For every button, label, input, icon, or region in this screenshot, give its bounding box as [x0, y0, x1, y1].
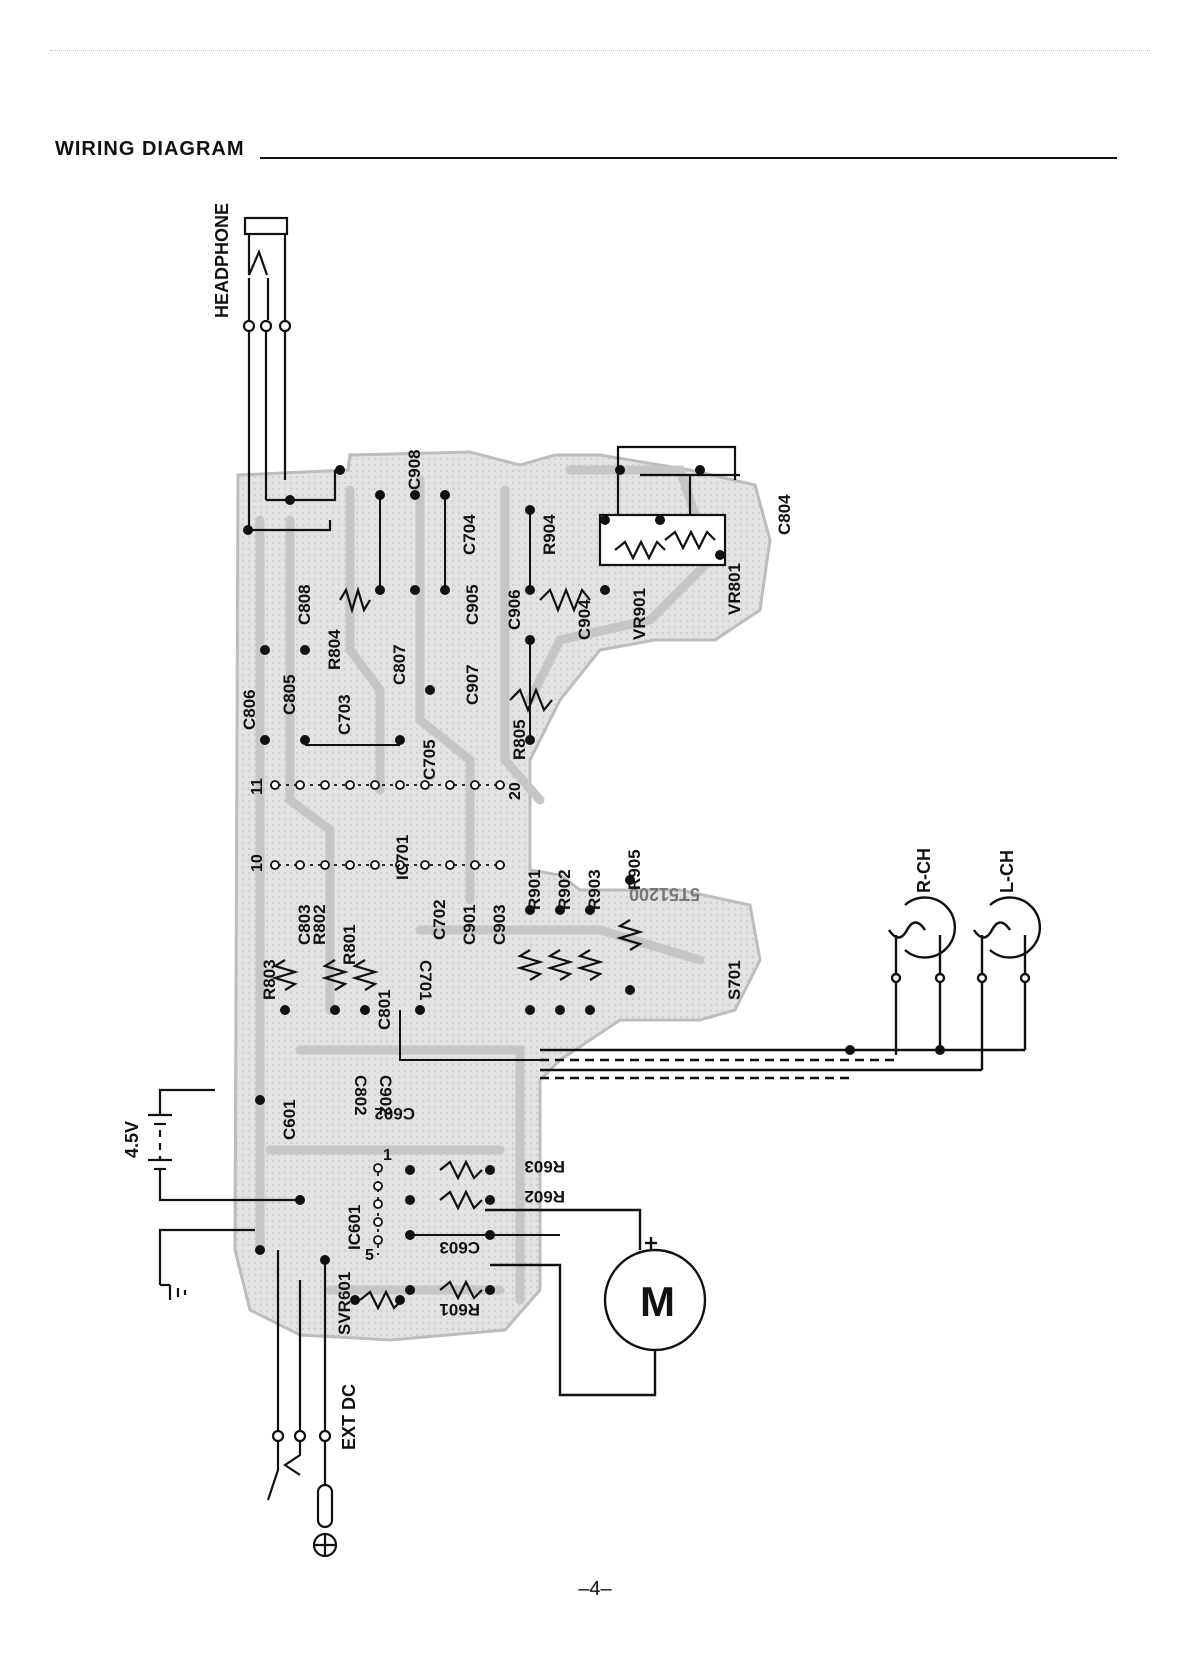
ic-pin-20: 20 — [507, 782, 524, 800]
label-c906: C906 — [505, 589, 524, 630]
label-r804: R804 — [325, 629, 344, 670]
r-ch-label: R-CH — [914, 848, 934, 893]
label-c704: C704 — [460, 514, 479, 555]
label-s701: S701 — [725, 960, 744, 1000]
label-vr901: VR901 — [630, 588, 649, 640]
label-c703: C703 — [335, 694, 354, 735]
motor-label: M — [640, 1278, 675, 1325]
label-c802: C802 — [351, 1075, 370, 1116]
label-c808: C808 — [295, 584, 314, 625]
label-ic601: IC601 — [345, 1205, 364, 1250]
label-r801: R801 — [340, 924, 359, 965]
label-c901: C901 — [460, 904, 479, 945]
label-c806: C806 — [240, 689, 259, 730]
label-c601: C601 — [280, 1099, 299, 1140]
label-c804: C804 — [775, 494, 794, 535]
label-vr801: VR801 — [725, 563, 744, 615]
label-r602: R602 — [524, 1187, 565, 1206]
label-c602: C602 — [374, 1104, 415, 1123]
label-c807: C807 — [390, 644, 409, 685]
ext-dc-label: EXT DC — [339, 1384, 359, 1450]
label-svr601: SVR601 — [335, 1272, 354, 1335]
page-number: –4– — [0, 1578, 1190, 1601]
label-r601: R601 — [439, 1300, 480, 1319]
label-c905: C905 — [463, 584, 482, 625]
label-c907: C907 — [463, 664, 482, 705]
label-r803: R803 — [260, 959, 279, 1000]
label-c805: C805 — [280, 674, 299, 715]
ic-pin-1: 1 — [383, 1147, 392, 1164]
label-c801: C801 — [375, 989, 394, 1030]
label-r901: R901 — [525, 869, 544, 910]
l-ch-label: L-CH — [997, 850, 1017, 893]
label-c903: C903 — [490, 904, 509, 945]
label-c705: C705 — [420, 739, 439, 780]
battery-label: 4.5V — [122, 1121, 142, 1158]
label-r805: R805 — [510, 719, 529, 760]
headphone-label: HEADPHONE — [212, 203, 232, 318]
label-c904: C904 — [575, 599, 594, 640]
label-ic701: IC701 — [393, 835, 412, 880]
ic-pin-10: 10 — [249, 854, 266, 872]
label-r603: R603 — [524, 1157, 565, 1176]
label-c603: C603 — [439, 1238, 480, 1257]
label-r904: R904 — [540, 514, 559, 555]
label-c908: C908 — [405, 449, 424, 490]
label-c702: C702 — [430, 899, 449, 940]
label-r905: R905 — [625, 849, 644, 890]
label-c701: C701 — [416, 960, 435, 1001]
label-r802: R802 — [310, 904, 329, 945]
ic-pin-5: 5 — [365, 1247, 374, 1264]
label-r902: R902 — [555, 869, 574, 910]
ic-pin-11: 11 — [249, 778, 266, 795]
label-r903: R903 — [585, 869, 604, 910]
